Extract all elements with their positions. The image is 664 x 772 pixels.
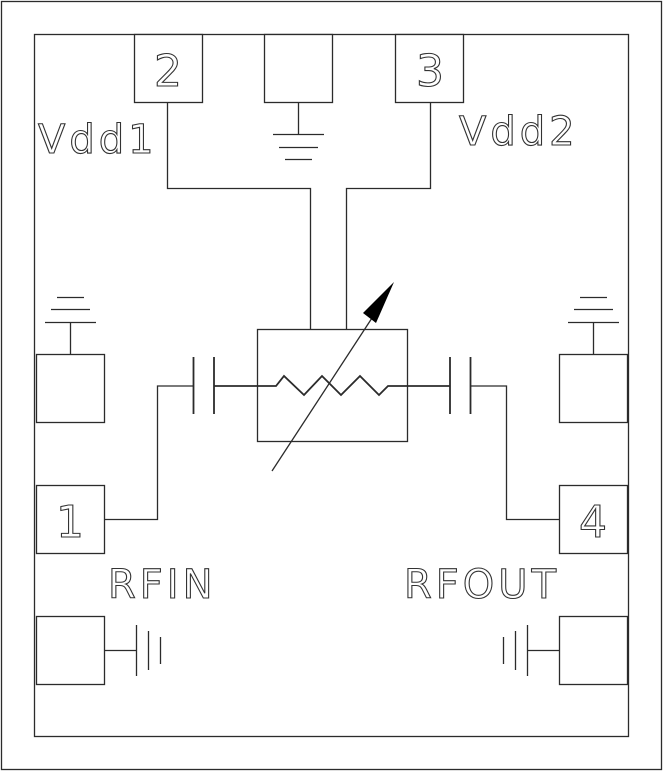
rfin-label: RFIN — [108, 562, 217, 608]
pad-1[interactable]: 1 — [35, 484, 106, 555]
output-dc-block-capacitor[interactable] — [407, 357, 472, 414]
ground-symbol-icon — [502, 625, 560, 676]
vdd1-label: Vdd1 — [38, 117, 158, 163]
pad-4[interactable]: 4 — [558, 484, 629, 555]
pad-gnd-bottom-right[interactable] — [558, 615, 629, 686]
ground-symbol-icon — [273, 102, 324, 161]
adjustment-arrow-icon — [271, 282, 394, 472]
vdd2-label: Vdd2 — [459, 109, 579, 155]
pad-gnd-bottom-left[interactable] — [35, 615, 106, 686]
vdd1-trace — [166, 102, 312, 329]
resistor-zigzag-icon — [257, 374, 407, 397]
pad-3-number: 3 — [416, 46, 444, 97]
ground-symbol-icon — [104, 625, 162, 676]
pad-1-number: 1 — [56, 497, 84, 548]
pad-2-number: 2 — [154, 46, 182, 97]
pad-3[interactable]: 3 — [394, 33, 465, 104]
ground-symbol-icon — [568, 296, 619, 354]
input-dc-block-capacitor[interactable] — [192, 357, 258, 414]
rfout-trace — [471, 385, 560, 521]
ground-symbol-icon — [45, 296, 96, 354]
vdd2-trace — [345, 102, 432, 329]
rfin-trace — [103, 385, 193, 521]
pad-gnd-right[interactable] — [558, 353, 629, 424]
rfout-label: RFOUT — [404, 562, 560, 608]
pad-gnd-left[interactable] — [35, 353, 106, 424]
pad-2[interactable]: 2 — [133, 33, 204, 104]
pad-gnd-top[interactable] — [263, 33, 334, 104]
pad-4-number: 4 — [579, 497, 607, 548]
